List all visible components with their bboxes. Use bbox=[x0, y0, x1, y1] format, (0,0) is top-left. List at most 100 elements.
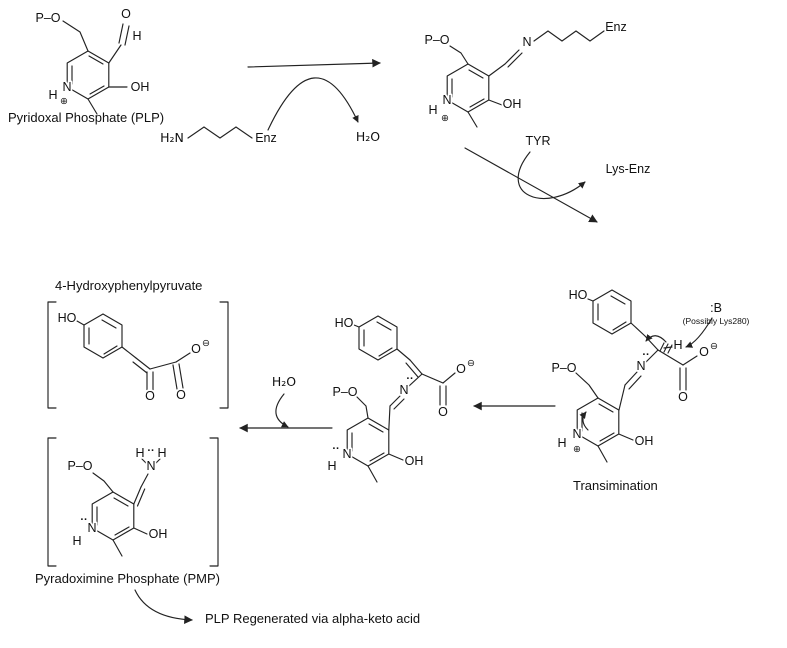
atom-label-ho: HO bbox=[335, 316, 354, 330]
mechanism-arrow-base-deprotonation bbox=[685, 317, 713, 348]
label-h2o-byproduct: H₂O bbox=[356, 129, 380, 144]
bracket-right bbox=[209, 437, 219, 567]
atom-label-aldehyde-h: H bbox=[132, 29, 141, 43]
atom-label-carbonyl-o: O bbox=[678, 390, 688, 404]
atom-label-ring-nh: H bbox=[557, 436, 566, 450]
benzylic-chain-bond bbox=[630, 322, 659, 351]
charge-plus: ⊕ bbox=[573, 444, 581, 455]
atom-label-ring-n: N bbox=[62, 80, 71, 94]
caption-pmp: Pyradoximine Phosphate (PMP) bbox=[35, 571, 220, 586]
atom-label-oh: OH bbox=[503, 97, 522, 111]
atom-label-phosphate: P–O bbox=[67, 459, 92, 473]
lone-pair-dots: ·· bbox=[147, 445, 154, 457]
atom-label-ring-nh: H bbox=[428, 103, 437, 117]
caption-transimination: Transimination bbox=[573, 478, 658, 493]
atom-label-ketone-o: O bbox=[145, 389, 155, 403]
lone-pair-dots: ·· bbox=[80, 514, 87, 526]
atom-label-oh: OH bbox=[131, 80, 150, 94]
phosphate-linker-bond bbox=[62, 20, 89, 52]
atom-label-ring-n: N bbox=[342, 447, 351, 461]
condensation-step: H₂N Enz H₂O bbox=[158, 58, 382, 147]
caption-hpp: 4-Hydroxyphenylpyruvate bbox=[55, 278, 202, 293]
label-lys-enz: Lys-Enz bbox=[606, 162, 651, 176]
charge-minus: ⊖ bbox=[202, 338, 210, 349]
lone-pair-dots: ·· bbox=[642, 349, 649, 361]
structure-hydroxyphenylpyruvate: 4-Hydroxyphenylpyruvate HO O O ⊖ O bbox=[47, 278, 229, 409]
atom-label-carboxylate-o: O bbox=[191, 342, 201, 356]
atom-label-imine-n: N bbox=[522, 35, 531, 49]
phosphate-linker-bond bbox=[356, 396, 369, 419]
exchange-curve-arrow bbox=[517, 151, 586, 199]
mechanism-arrow-ch-to-imine bbox=[645, 334, 667, 343]
atom-label-enz: Enz bbox=[255, 131, 277, 145]
atom-label-phosphate: P–O bbox=[424, 33, 449, 47]
atom-label-ho: HO bbox=[569, 288, 588, 302]
charge-minus: ⊖ bbox=[467, 358, 475, 369]
transimination-step: TYR Lys-Enz bbox=[464, 132, 652, 223]
label-tyr: TYR bbox=[526, 134, 551, 148]
atom-label-carboxylate-o: O bbox=[699, 345, 709, 359]
regeneration-step: PLP Regenerated via alpha-keto acid bbox=[134, 589, 420, 626]
caption-regeneration: PLP Regenerated via alpha-keto acid bbox=[205, 611, 420, 626]
pyridine-ring bbox=[446, 63, 490, 113]
atom-label-alpha-h: H bbox=[673, 338, 682, 352]
atom-label-phosphate: P–O bbox=[332, 385, 357, 399]
atom-label-amine-h2: H bbox=[157, 446, 166, 460]
structure-plp: P–O O H OH N H ⊕ Pyridoxal Phosphate (PL… bbox=[8, 5, 164, 125]
atom-label-carbonyl-o: O bbox=[438, 405, 448, 419]
structure-quinonoid: HO O ⊖ O N ·· P–O OH N ·· H bbox=[326, 314, 476, 483]
charge-plus: ⊕ bbox=[60, 96, 68, 107]
lone-pair-dots: ·· bbox=[332, 443, 339, 455]
hydrolysis-step: H₂O bbox=[239, 372, 333, 433]
atom-label-ring-nh: H bbox=[327, 459, 336, 473]
phosphate-linker-bond bbox=[92, 472, 114, 493]
atom-label-carboxylate-o: O bbox=[456, 362, 466, 376]
label-base: :B bbox=[710, 301, 722, 315]
atom-label-ring-n: N bbox=[572, 427, 581, 441]
phosphate-linker-bond bbox=[449, 45, 469, 65]
label-h2o-reagent: H₂O bbox=[272, 374, 296, 389]
structure-aldimine: P–O N Enz OH N H ⊕ bbox=[423, 18, 629, 128]
atom-label-h2n: H₂N bbox=[160, 130, 184, 145]
mechanism-arrow-ring bbox=[579, 411, 589, 431]
charge-minus: ⊖ bbox=[710, 341, 718, 352]
bracket-right bbox=[219, 301, 229, 409]
atom-label-ring-nh: H bbox=[48, 88, 57, 102]
pyridine-ring bbox=[66, 50, 110, 100]
atom-label-carbonyl-o: O bbox=[176, 388, 186, 402]
reaction-arrow-2 bbox=[464, 147, 598, 223]
lone-pair-dots: ·· bbox=[406, 373, 413, 385]
atom-label-amine-h1: H bbox=[135, 446, 144, 460]
atom-label-phosphate: P–O bbox=[551, 361, 576, 375]
mechanism-arrow-water-loss bbox=[267, 77, 359, 131]
bracket-left bbox=[47, 301, 57, 409]
atom-label-ho: HO bbox=[58, 311, 77, 325]
atom-label-aldehyde-o: O bbox=[121, 7, 131, 21]
enzyme-chain-bond bbox=[533, 30, 605, 42]
atom-label-oh: OH bbox=[635, 434, 654, 448]
charge-plus: ⊕ bbox=[441, 113, 449, 124]
regeneration-arrow bbox=[134, 589, 193, 624]
label-base-note: (Possibly Lys280) bbox=[683, 316, 750, 326]
atom-label-enz: Enz bbox=[605, 20, 627, 34]
atom-label-amine-n: N bbox=[146, 459, 155, 473]
pyridine-ring bbox=[346, 417, 390, 467]
caption-plp: Pyridoxal Phosphate (PLP) bbox=[8, 110, 164, 125]
atom-label-ring-n: N bbox=[87, 521, 96, 535]
reaction-arrow-1 bbox=[247, 58, 381, 68]
atom-label-imine-n: N bbox=[636, 359, 645, 373]
phosphate-linker-bond bbox=[575, 372, 599, 399]
pyridine-ring bbox=[91, 491, 135, 541]
bracket-left bbox=[47, 437, 57, 567]
atom-label-ring-nh: H bbox=[72, 534, 81, 548]
structure-transimination: HO H :B (Possibly Lys280) O ⊖ O N ·· P–O… bbox=[550, 286, 750, 493]
atom-label-oh: OH bbox=[405, 454, 424, 468]
atom-label-ring-n: N bbox=[442, 93, 451, 107]
atom-label-oh: OH bbox=[149, 527, 168, 541]
mechanism-arrow-water-attack bbox=[275, 393, 289, 428]
lysine-chain-bond bbox=[187, 126, 253, 139]
atom-label-phosphate: P–O bbox=[35, 11, 60, 25]
structure-pmp: P–O H H ·· N OH N ·· H Pyradoximine Phos… bbox=[35, 437, 220, 586]
